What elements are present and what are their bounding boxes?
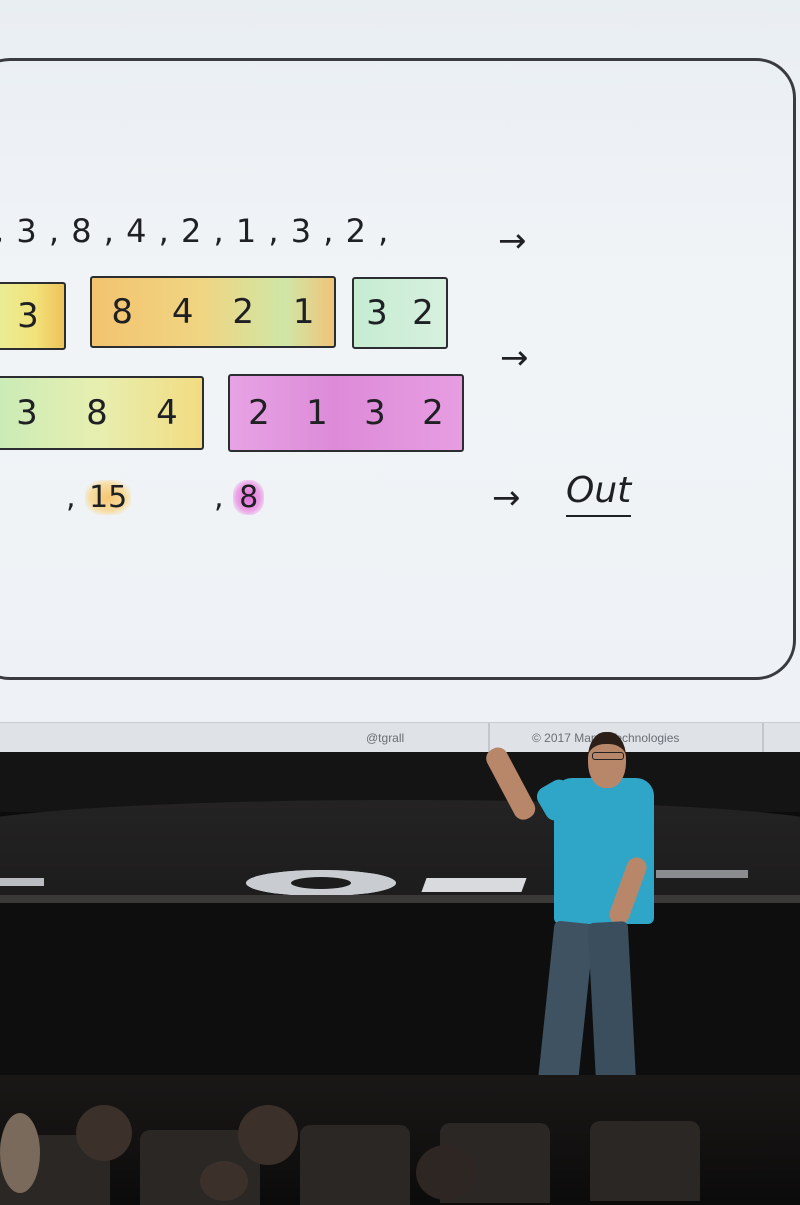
window-box-1: 3 (0, 282, 66, 350)
floor-monitor (656, 870, 748, 878)
arrow-icon: → (500, 338, 529, 378)
window-item: 4 (156, 393, 178, 433)
window-item: 8 (111, 292, 134, 332)
presenter-shirt (554, 778, 654, 924)
window-box-2: 8 4 2 1 (90, 276, 336, 348)
window-item: 1 (292, 292, 315, 332)
presenter-leg (537, 920, 595, 1090)
sum-separator: , (214, 480, 224, 515)
window-item: 3 (16, 393, 38, 433)
window-item: 2 (412, 293, 434, 333)
window-item: 3 (366, 293, 388, 333)
window-item: 2 (248, 393, 270, 433)
audience-seat (590, 1121, 700, 1201)
sum-value: 15 (85, 480, 132, 515)
window-item: 1 (306, 393, 328, 433)
sum-value: 8 (233, 480, 265, 515)
sum-output-2: , 8 (214, 480, 265, 515)
audience-head (76, 1105, 132, 1161)
presenter-glasses (592, 752, 624, 760)
audience-head (0, 1113, 40, 1193)
presenter-leg (587, 921, 637, 1089)
presenter (482, 726, 660, 1106)
audience-head (238, 1105, 298, 1165)
divider (762, 723, 764, 753)
audience-head (200, 1161, 248, 1201)
window-box-4: 3 8 4 (0, 376, 204, 450)
window-item: 4 (171, 292, 194, 332)
out-label: Out (566, 470, 632, 517)
sum-output-1: , 15 (66, 480, 132, 515)
divider (488, 723, 490, 753)
arrow-icon: → (492, 478, 521, 518)
window-item: 8 (86, 393, 108, 433)
twitter-handle: @tgrall (366, 731, 405, 745)
audience-seat (300, 1125, 410, 1205)
stage-edge (0, 895, 800, 903)
window-item: 3 (364, 393, 386, 433)
stage-front (0, 903, 800, 1083)
window-item: 2 (422, 393, 444, 433)
slide-frame (0, 58, 796, 680)
input-sequence: , 3 , 8 , 4 , 2 , 1 , 3 , 2 , (0, 212, 390, 250)
window-item: 3 (17, 296, 39, 336)
audience-head (416, 1145, 476, 1200)
window-box-3: 3 2 (352, 277, 448, 349)
floor-marker-ring (246, 870, 396, 896)
slide-footer: @tgrall © 2017 MapR Technologies (0, 722, 800, 753)
window-box-5: 2 1 3 2 (228, 374, 464, 452)
projection-screen: , 3 , 8 , 4 , 2 , 1 , 3 , 2 , → 3 8 4 2 … (0, 0, 800, 722)
window-item: 2 (232, 292, 255, 332)
arrow-icon: → (498, 221, 527, 261)
stage-notes (0, 878, 44, 886)
audience (0, 1075, 800, 1205)
sum-separator: , (66, 480, 76, 515)
presenter-head (588, 732, 626, 788)
